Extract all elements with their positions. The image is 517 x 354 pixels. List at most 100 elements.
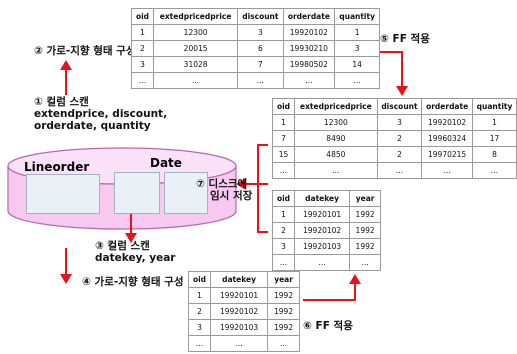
lineorder-thumbnail bbox=[26, 174, 100, 214]
table-cell: 19920103 bbox=[293, 238, 351, 255]
table-cell: 31028 bbox=[152, 56, 239, 73]
table-cell: 19920101 bbox=[209, 287, 269, 304]
table-header: datekey bbox=[293, 190, 351, 207]
table-header: orderdate bbox=[421, 98, 474, 115]
table-cell: ... bbox=[472, 162, 517, 179]
table-header: oid bbox=[272, 98, 295, 115]
step4-label: ④ 가로-지향 형태 구성 bbox=[82, 276, 184, 288]
table-cell: 1 bbox=[272, 206, 295, 223]
table-cell: ... bbox=[282, 72, 336, 89]
table-cell: 14 bbox=[334, 56, 380, 73]
table-cell: ... bbox=[376, 162, 423, 179]
table-cell: ... bbox=[131, 72, 154, 89]
table-cell: 3 bbox=[131, 56, 154, 73]
table-cell: 2 bbox=[376, 130, 423, 147]
table-cell: 1 bbox=[131, 24, 154, 41]
table-row: ............... bbox=[131, 72, 380, 89]
table-cell: 1 bbox=[188, 287, 211, 304]
table-cell: 8 bbox=[472, 146, 517, 163]
table-cell: ... bbox=[272, 162, 295, 179]
table-cell: 19970215 bbox=[421, 146, 474, 163]
table-header: quantity bbox=[334, 8, 380, 25]
table-cell: 15 bbox=[272, 146, 295, 163]
table-row: ......... bbox=[188, 335, 300, 352]
table-cell: 2 bbox=[376, 146, 423, 163]
table-cell: 19920103 bbox=[209, 319, 269, 336]
table-cell: 1 bbox=[334, 24, 380, 41]
table-header: quantity bbox=[472, 98, 517, 115]
table-cell: 1 bbox=[472, 114, 517, 131]
table-cell: 12300 bbox=[152, 24, 239, 41]
table-cell: 3 bbox=[237, 24, 284, 41]
table-header: year bbox=[267, 271, 300, 288]
arrow-ff-bottom bbox=[303, 282, 356, 301]
table-header: extedpricedprice bbox=[294, 98, 378, 115]
table-cell: 1 bbox=[272, 114, 295, 131]
date-label: Date bbox=[150, 156, 182, 170]
table-cell: 1992 bbox=[349, 222, 381, 239]
lineorder-label: Lineorder bbox=[24, 160, 90, 174]
table-header: datekey bbox=[209, 271, 269, 288]
table-header: orderdate bbox=[282, 8, 336, 25]
arrowhead-ff-bottom bbox=[349, 274, 361, 284]
table-cell: 7 bbox=[237, 56, 284, 73]
table-cell: 1992 bbox=[267, 319, 300, 336]
table-header-row: oid datekey year bbox=[272, 190, 381, 207]
table-cell: 2 bbox=[188, 303, 211, 320]
filtered-orders-table: oid extedpricedprice discount orderdate … bbox=[272, 98, 517, 179]
table-cell: 19920101 bbox=[293, 206, 351, 223]
step6-label: ⑥ FF 적용 bbox=[303, 320, 353, 332]
table-cell: 19930210 bbox=[282, 40, 336, 57]
bracket-disk bbox=[257, 144, 268, 233]
arrowhead-step4 bbox=[60, 274, 72, 284]
arrowhead-step3 bbox=[125, 233, 137, 243]
date-thumbnail-2 bbox=[164, 172, 208, 214]
table-header: oid bbox=[131, 8, 154, 25]
table-cell: 2 bbox=[272, 222, 295, 239]
table-cell: 19920102 bbox=[421, 114, 474, 131]
arrow-ff-top bbox=[380, 51, 403, 88]
table-cell: 20015 bbox=[152, 40, 239, 57]
table-cell: 3 bbox=[188, 319, 211, 336]
step5-label: ⑤ FF 적용 bbox=[380, 33, 430, 45]
table-cell: ... bbox=[293, 254, 351, 271]
table-header: oid bbox=[188, 271, 211, 288]
table-cell: 1992 bbox=[267, 287, 300, 304]
table-cell: ... bbox=[294, 162, 378, 179]
table-cell: 19920102 bbox=[209, 303, 269, 320]
table-header-row: oid extedpricedprice discount orderdate … bbox=[272, 98, 517, 115]
step1-label: ① 컬럼 스캔 extendprice, discount, orderdate… bbox=[34, 96, 168, 132]
step7-label: ⑦ 디스크에 임시 저장 bbox=[196, 178, 253, 202]
table-cell: 19920102 bbox=[293, 222, 351, 239]
table-header: discount bbox=[237, 8, 284, 25]
table-cell: ... bbox=[334, 72, 380, 89]
arrowhead-step2 bbox=[60, 60, 72, 70]
table-cell: 7 bbox=[272, 130, 295, 147]
table-header: year bbox=[349, 190, 381, 207]
table-header: oid bbox=[272, 190, 295, 207]
table-cell: 19980502 bbox=[282, 56, 336, 73]
table-cell: ... bbox=[421, 162, 474, 179]
table-cell: 19920102 bbox=[282, 24, 336, 41]
table-cell: 17 bbox=[472, 130, 517, 147]
step3-label: ③ 컬럼 스캔 datekey, year bbox=[95, 240, 176, 264]
table-cell: 1992 bbox=[349, 238, 381, 255]
table-cell: 2 bbox=[131, 40, 154, 57]
table-cell: ... bbox=[237, 72, 284, 89]
arrowhead-to-disk bbox=[236, 178, 246, 190]
table-cell: 12300 bbox=[294, 114, 378, 131]
table-row: ............... bbox=[272, 162, 517, 179]
step2-label: ② 가로-지향 형태 구성 bbox=[34, 45, 136, 57]
table-row: ......... bbox=[272, 254, 381, 271]
